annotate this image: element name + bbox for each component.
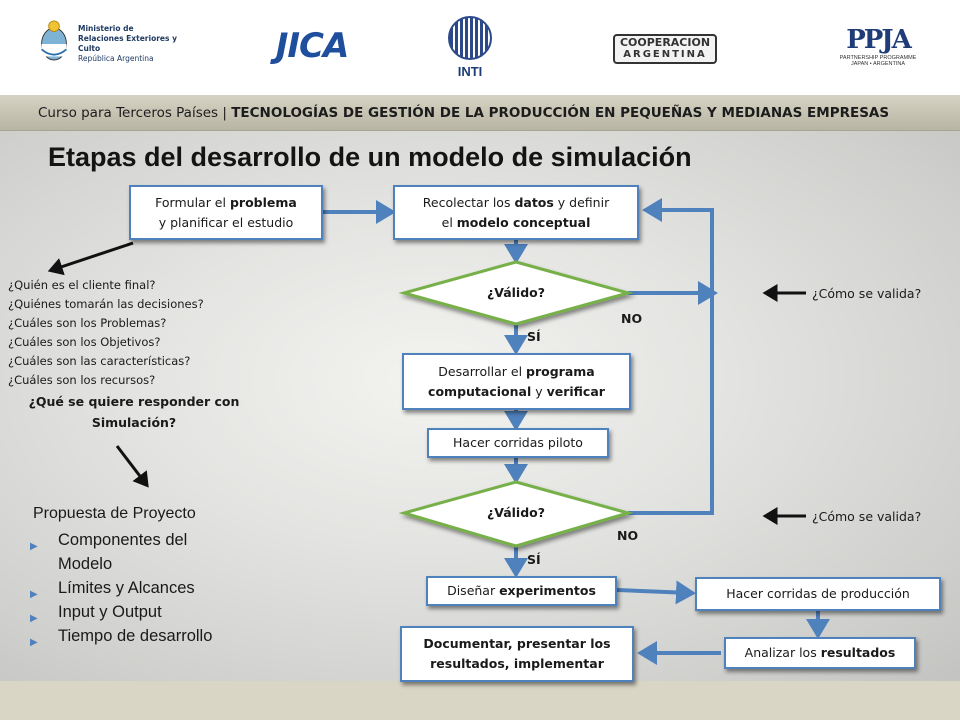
analizar-text-bold: resultados <box>820 645 896 660</box>
banner-prefix: Curso para Terceros Países | <box>38 105 227 121</box>
analizar-text: Analizar los <box>744 645 821 660</box>
disenar-text: Diseñar <box>447 583 500 598</box>
slide-footer <box>0 681 960 720</box>
question-bold-line2: Simulación? <box>91 415 177 430</box>
box-disenar: Diseñar experimentos <box>426 576 617 606</box>
propuesta-item-label: Componentes del <box>58 531 188 549</box>
header-logos: Ministerio de Relaciones Exteriores y Cu… <box>0 0 960 95</box>
ministerio-line1: Ministerio de <box>78 24 134 33</box>
inti-grid-icon <box>448 15 492 60</box>
propuesta-item-label: Límites y Alcances <box>58 579 195 597</box>
arrow-disenar-produccion <box>616 580 696 605</box>
documentar-text-1: Documentar, presentar los <box>423 636 611 651</box>
cooperacion-line1: COOPERACION <box>619 36 711 49</box>
box-documentar: Documentar, presentar los resultados, imp… <box>400 626 634 682</box>
inti-logo: INTI <box>440 12 500 82</box>
desarrollar-text-bold-1: programa <box>526 363 595 379</box>
question-list: ¿Quién es el cliente final? ¿Quiénes tom… <box>8 276 260 433</box>
jica-logo-text: JICA <box>275 25 350 66</box>
ppja-tagline2: JAPAN • ARGENTINA <box>850 61 906 67</box>
jica-logo: JICA <box>262 18 362 73</box>
slide-title: Etapas del desarrollo de un modelo de si… <box>48 142 692 172</box>
piloto-text: Hacer corridas piloto <box>453 435 583 450</box>
propuesta-item-label: Input y Output <box>58 603 162 621</box>
question-item: ¿Cuáles son las características? <box>8 354 191 368</box>
disenar-text-bold: experimentos <box>499 583 596 598</box>
question-item: ¿Quién es el cliente final? <box>8 278 156 292</box>
propuesta-item: ▶ Tiempo de desarrollo <box>30 624 212 648</box>
ministerio-logo: Ministerio de Relaciones Exteriores y Cu… <box>38 14 188 74</box>
ministerio-line3: República Argentina <box>78 54 154 63</box>
cooperacion-logo: COOPERACION ARGENTINA <box>610 32 720 66</box>
question-item: ¿Cuáles son los recursos? <box>8 373 156 387</box>
bullet-triangle-icon: ▶ <box>30 589 38 600</box>
box-formular: Formular el problema y planificar el estu… <box>129 185 323 240</box>
question-item: ¿Cuáles son los Objetivos? <box>8 335 161 349</box>
arrow-valido2-loop <box>628 198 714 515</box>
propuesta-item: ▶ Límites y Alcances <box>30 576 212 600</box>
box-produccion: Hacer corridas de producción <box>695 577 941 611</box>
propuesta-title: Propuesta de Proyecto <box>33 505 196 522</box>
diamond-valido2 <box>398 480 634 548</box>
question-item: ¿Quiénes tomarán las decisiones? <box>8 297 204 311</box>
propuesta-item: ▶ Input y Output <box>30 600 212 624</box>
box-desarrollar: Desarrollar el programa computacional y v… <box>402 353 631 410</box>
produccion-text: Hacer corridas de producción <box>726 586 910 601</box>
coat-of-arms-icon <box>40 20 68 61</box>
como-valida-1: ¿Cómo se valida? <box>812 286 922 301</box>
si1-label: SÍ <box>527 329 541 344</box>
box-piloto: Hacer corridas piloto <box>427 428 609 458</box>
box-recolectar: Recolectar los datos y definir el modelo … <box>393 185 639 240</box>
black-arrow-propuesta <box>115 445 149 488</box>
formular-text-2: y planificar el estudio <box>158 214 294 230</box>
desarrollar-text-bold-2: computacional <box>428 383 532 399</box>
inti-logo-text: INTI <box>457 63 483 79</box>
recolectar-text-bold-2: modelo conceptual <box>456 214 591 230</box>
ppja-logo-text: PPJA <box>846 25 912 55</box>
cooperacion-line2: ARGENTINA <box>623 49 707 60</box>
propuesta-list: ▶ Componentes del Modelo ▶ Límites y Alcan… <box>30 528 212 648</box>
course-banner: Curso para Terceros Países | TECNOLOGÍAS… <box>0 95 960 131</box>
recolectar-text-2: y definir <box>553 194 610 210</box>
bullet-triangle-icon: ▶ <box>30 637 38 648</box>
box-analizar: Analizar los resultados <box>724 637 916 669</box>
si2-label: SÍ <box>527 552 541 567</box>
valido1-label: ¿Válido? <box>486 285 546 300</box>
ppja-logo: PPJA PARTNERSHIP PROGRAMME JAPAN • ARGEN… <box>838 12 918 80</box>
no1-label: NO <box>621 311 643 326</box>
question-bold-line1: ¿Qué se quiere responder con <box>28 394 240 409</box>
propuesta-item: ▶ Componentes del <box>30 528 212 552</box>
documentar-text-2: resultados, implementar <box>430 656 604 671</box>
desarrollar-text-bold-3: verificar <box>546 383 605 399</box>
desarrollar-text-1: Desarrollar el <box>438 363 527 379</box>
propuesta-item-continuation: Modelo <box>30 552 212 576</box>
recolectar-text-bold-1: datos <box>514 194 554 210</box>
formular-text-bold: problema <box>229 194 297 210</box>
ministerio-line2: Relaciones Exteriores y Culto <box>78 34 177 53</box>
valido2-label: ¿Válido? <box>486 505 546 520</box>
ppja-tagline1: PARTNERSHIP PROGRAMME <box>839 55 917 61</box>
desarrollar-text-2: y <box>531 383 547 399</box>
recolectar-text-3: el <box>441 214 457 230</box>
question-item: ¿Cuáles son los Problemas? <box>8 316 167 330</box>
banner-title: TECNOLOGÍAS DE GESTIÓN DE LA PRODUCCIÓN … <box>231 105 890 121</box>
no2-label: NO <box>617 528 639 543</box>
recolectar-text-1: Recolectar los <box>422 194 515 210</box>
formular-text-1: Formular el <box>155 194 230 210</box>
bullet-triangle-icon: ▶ <box>30 613 38 624</box>
bullet-triangle-icon: ▶ <box>30 541 38 552</box>
propuesta-item-label: Tiempo de desarrollo <box>58 627 213 645</box>
black-arrow-questions <box>47 241 134 276</box>
como-valida-2: ¿Cómo se valida? <box>812 509 922 524</box>
diamond-valido1 <box>398 260 634 326</box>
propuesta-item-label: Modelo <box>58 555 113 573</box>
